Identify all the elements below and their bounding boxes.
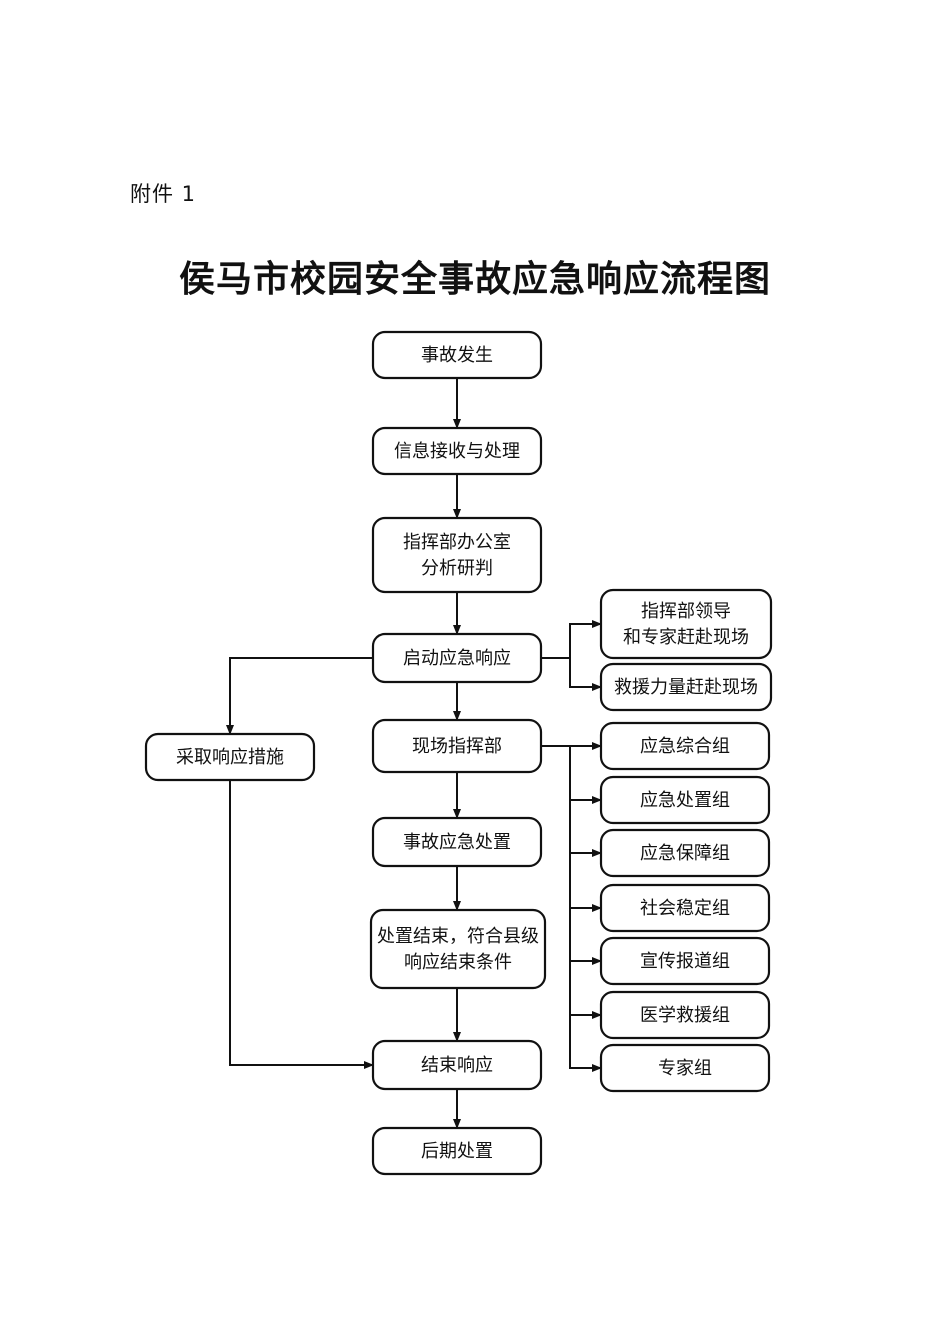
node-g4: 社会稳定组 (599, 883, 771, 933)
node-rescue-label-1: 救援力量赶赴现场 (614, 677, 758, 698)
attachment-label: 附件 1 (130, 182, 197, 206)
edge-measures-to-end (229, 780, 374, 1069)
node-g7: 专家组 (599, 1043, 771, 1093)
node-leaders-label-2: 和专家赶赴现场 (623, 627, 749, 648)
node-handling-label-1: 事故应急处置 (403, 832, 511, 853)
node-g3-label-1: 应急保障组 (640, 843, 730, 864)
node-g5-label-1: 宣传报道组 (640, 951, 730, 972)
edge-onsite-to-g5 (569, 908, 602, 965)
node-rescue: 救援力量赶赴现场 (599, 662, 773, 712)
node-g2: 应急处置组 (599, 775, 771, 825)
node-accident: 事故发生 (371, 330, 543, 380)
node-after: 后期处置 (371, 1126, 543, 1176)
node-finish-label-1: 处置结束，符合县级 (377, 926, 539, 947)
node-g1-label-1: 应急综合组 (640, 736, 730, 757)
node-after-label-1: 后期处置 (421, 1141, 493, 1162)
edge-onsite-to-g3 (569, 800, 602, 857)
node-info-label-1: 信息接收与处理 (394, 441, 520, 462)
node-measures: 采取响应措施 (144, 732, 316, 782)
node-g7-label-1: 专家组 (658, 1058, 712, 1079)
edge-onsite-to-g2 (569, 746, 602, 804)
flowchart-edges (226, 378, 602, 1129)
node-g6-label-1: 医学救援组 (640, 1005, 730, 1026)
edge-start-to-leaders (541, 620, 602, 659)
node-onsite-label-1: 现场指挥部 (412, 736, 502, 757)
edge-start-to-rescue (569, 658, 602, 691)
node-start: 启动应急响应 (371, 632, 543, 684)
page-title: 侯马市校园安全事故应急响应流程图 (178, 258, 771, 300)
flowchart-nodes: 事故发生信息接收与处理指挥部办公室分析研判启动应急响应现场指挥部事故应急处置处置… (144, 330, 773, 1176)
node-finish-label-2: 响应结束条件 (404, 952, 512, 973)
node-g1: 应急综合组 (599, 721, 771, 771)
edge-onsite-to-g6 (569, 961, 602, 1019)
node-g5: 宣传报道组 (599, 936, 771, 986)
node-end-label-1: 结束响应 (421, 1055, 493, 1076)
node-info: 信息接收与处理 (371, 426, 543, 476)
node-g6: 医学救援组 (599, 990, 771, 1040)
node-office-label-2: 分析研判 (421, 558, 493, 579)
node-g3: 应急保障组 (599, 828, 771, 878)
edge-start-to-measures (226, 657, 373, 735)
node-handling: 事故应急处置 (371, 816, 543, 868)
node-onsite: 现场指挥部 (371, 718, 543, 774)
node-g4-label-1: 社会稳定组 (640, 898, 730, 919)
node-g2-label-1: 应急处置组 (640, 790, 730, 811)
node-office-label-1: 指挥部办公室 (403, 532, 511, 553)
edge-onsite-to-g7 (569, 1015, 602, 1072)
node-measures-label-1: 采取响应措施 (176, 747, 284, 768)
node-leaders-label-1: 指挥部领导 (641, 601, 731, 622)
node-accident-label-1: 事故发生 (421, 345, 493, 366)
node-start-label-1: 启动应急响应 (403, 648, 511, 669)
node-end: 结束响应 (371, 1039, 543, 1091)
edge-onsite-to-g4 (569, 853, 602, 912)
